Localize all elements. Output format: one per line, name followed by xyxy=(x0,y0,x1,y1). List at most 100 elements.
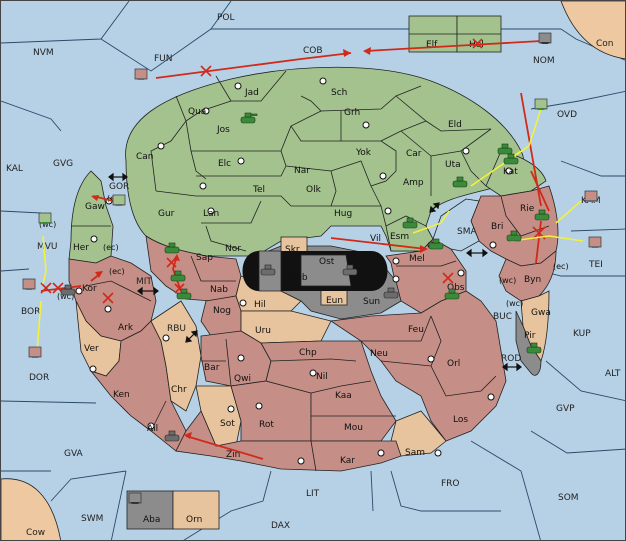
sea-label-con: Con xyxy=(596,39,614,49)
sea-label-fun: FUN xyxy=(154,54,173,64)
territory-con[interactable] xyxy=(560,1,626,60)
land-label-chp: Chp xyxy=(299,348,317,358)
coast-label-gwa-wc: (wc) xyxy=(506,299,523,308)
land-label-can: Can xyxy=(136,152,154,162)
army-unit-rie xyxy=(534,209,550,221)
land-label-rot: Rot xyxy=(259,420,274,430)
sea-label-pol: POL xyxy=(217,13,235,23)
territory-pir[interactable] xyxy=(515,310,542,376)
land-label-jad: Jad xyxy=(244,88,259,98)
sea-label-mit: MIT xyxy=(136,277,152,287)
sea-label-cow: Cow xyxy=(26,528,45,538)
land-label-jos: Jos xyxy=(216,125,230,135)
north-borders xyxy=(150,70,492,252)
land-label-sap: Sap xyxy=(196,253,213,263)
land-label-amp: Amp xyxy=(403,178,424,188)
land-label-car: Car xyxy=(406,149,422,159)
territory-chr[interactable] xyxy=(150,300,202,412)
fleet-unit-tei xyxy=(588,236,602,248)
land-label-her: Her xyxy=(73,243,89,253)
territory-nog[interactable] xyxy=(200,295,242,337)
sea-label-gva: GVA xyxy=(64,449,84,459)
land-label-hug: Hug xyxy=(334,209,352,219)
land-label-gur: Gur xyxy=(158,209,175,219)
land-label-gaw: Gaw xyxy=(85,202,105,212)
sea-label-rbu: RBU xyxy=(167,324,186,334)
sea-label-gor: GOR xyxy=(109,182,129,192)
sea-label-sma: SMA xyxy=(457,227,477,237)
land-label-bri: Bri xyxy=(491,222,503,232)
coast-label-mvu-wc: (wc) xyxy=(39,220,56,229)
canal-arrow-sma-b xyxy=(466,248,488,258)
land-label-vil: Vil xyxy=(370,234,381,244)
land-label-neu: Neu xyxy=(370,349,388,359)
army-units xyxy=(164,112,550,354)
fleet-unit-ovd xyxy=(534,98,548,110)
sea-label-nom: NOM xyxy=(533,56,555,66)
army-unit-sap xyxy=(164,242,180,254)
sea-label-lit: LIT xyxy=(306,489,320,499)
territory-gaw-her[interactable] xyxy=(68,170,114,264)
land-label-web: Web xyxy=(288,273,308,283)
land-label-uru: Uru xyxy=(255,326,271,336)
fleet-unit-bor xyxy=(22,278,36,290)
army-units-grey xyxy=(260,264,399,299)
territory-orn[interactable] xyxy=(172,490,220,530)
army-unit-uta xyxy=(452,176,468,188)
sea-label-alt: ALT xyxy=(605,369,621,379)
land-label-sch: Sch xyxy=(331,88,347,98)
supply-centres xyxy=(75,77,513,465)
army-unit-jos xyxy=(240,112,258,124)
sea-label-tei: TEI xyxy=(588,260,603,270)
canal-arrow-gor xyxy=(108,172,128,182)
fleet-unit-gor xyxy=(112,194,126,206)
fleet-unit-mvu xyxy=(38,212,52,224)
sea-label-cob: COB xyxy=(303,46,323,56)
canal-arrow-rod xyxy=(502,362,522,372)
land-label-orn: Orn xyxy=(186,515,202,525)
fleet-unit-ail xyxy=(164,430,180,442)
land-label-aba: Aba xyxy=(143,515,160,525)
army-unit-kat xyxy=(497,143,513,155)
territory-zin-kar[interactable] xyxy=(175,410,402,472)
fleet-unit-nom xyxy=(538,32,552,44)
army-unit-obs xyxy=(444,288,460,300)
land-label-hil: Hil xyxy=(254,300,266,310)
sea-label-nvm: NVM xyxy=(33,48,54,58)
sea-label-ovd: OVD xyxy=(557,110,577,120)
land-label-nil: Nil xyxy=(316,372,328,382)
land-label-rie: Rie xyxy=(520,204,535,214)
sea-label-buc: BUC xyxy=(493,312,512,322)
sea-label-dax: DAX xyxy=(271,521,290,531)
coast-label-byn-wc: (wc) xyxy=(499,276,516,285)
sea-label-rod: ROD xyxy=(501,354,521,364)
canal-arrow-rbu xyxy=(185,330,198,343)
sea-label-kal: KAL xyxy=(6,164,23,174)
sea-label-som: SOM xyxy=(558,493,579,503)
army-unit-esm xyxy=(402,217,418,229)
land-label-nab: Nab xyxy=(210,285,228,295)
coast-label-byn-ec: (ec) xyxy=(553,262,569,271)
sea-label-gvp: GVP xyxy=(556,404,575,414)
army-unit-pir xyxy=(526,342,542,354)
army-unit-sun xyxy=(383,287,399,299)
coast-label-kor-wc: (wc) xyxy=(57,292,74,301)
canal-arrow-sma-a xyxy=(429,202,440,213)
sea-label-bor: BOR xyxy=(21,307,40,317)
land-label-elc: Elc xyxy=(218,159,231,169)
land-label-byn: Byn xyxy=(524,275,541,285)
land-label-tel: Tel xyxy=(252,185,265,195)
land-label-ail: Ail xyxy=(147,424,158,434)
land-labels: Elf Hel Jad Sch Qua Jos Grh Eld Can Yok … xyxy=(73,40,551,525)
sea-label-kup: KUP xyxy=(573,329,591,339)
coast-label-her-ec: (ec) xyxy=(103,243,119,252)
territory-byn[interactable] xyxy=(498,250,557,302)
land-label-mel: Mel xyxy=(409,254,425,264)
fleet-unit-dor xyxy=(28,346,42,358)
failed-markers xyxy=(40,38,546,304)
land-label-obs: Obs xyxy=(447,283,465,293)
territory-cow[interactable] xyxy=(1,478,61,541)
land-label-kar: Kar xyxy=(340,456,355,466)
land-label-ost: Ost xyxy=(319,257,335,267)
